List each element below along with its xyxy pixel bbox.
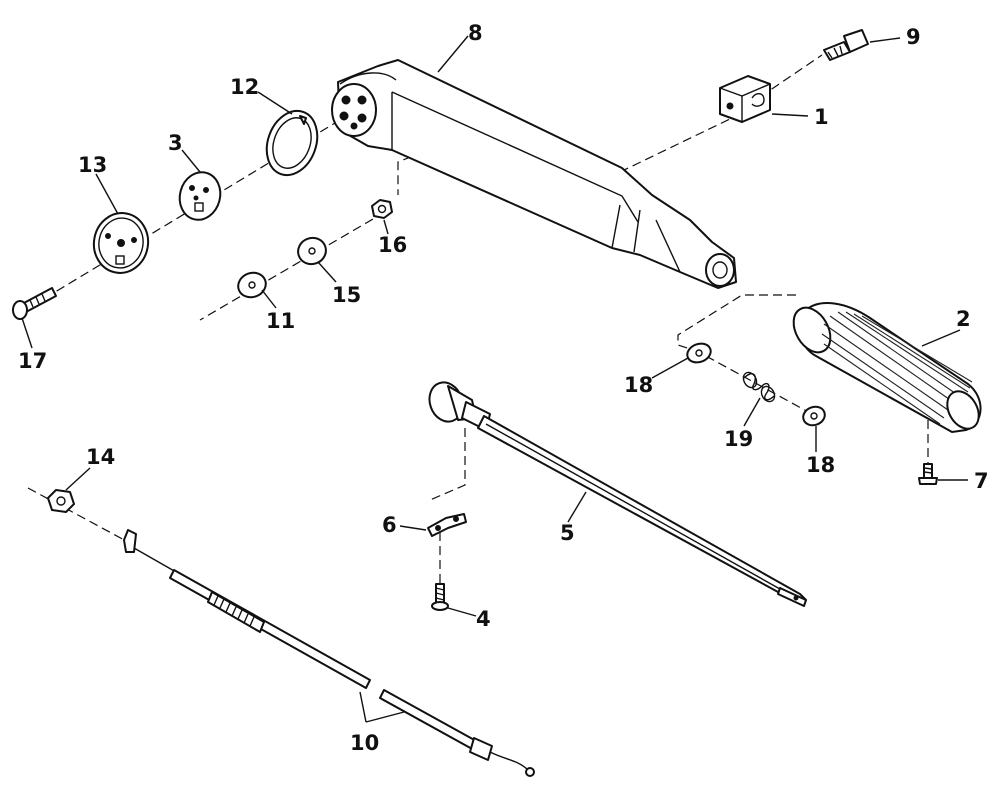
callout-16: 16	[378, 233, 407, 257]
callout-1: 1	[814, 105, 829, 129]
callout-19: 19	[724, 427, 753, 451]
block	[719, 75, 771, 123]
callout-8: 8	[468, 21, 483, 45]
grip	[792, 302, 982, 433]
cable	[123, 529, 535, 777]
callout-labels: 1 2 3 4 5 6 7 8 9 10 11 12 13 14 15 16 1…	[18, 21, 989, 755]
washer-18-lower	[802, 405, 826, 427]
callout-13: 13	[78, 153, 107, 177]
washer-18-upper	[686, 342, 712, 364]
clip	[427, 513, 467, 537]
screw-7	[918, 463, 938, 485]
callout-5: 5	[560, 521, 575, 545]
leader-lines	[21, 35, 968, 723]
callout-15: 15	[332, 283, 361, 307]
callout-18-upper: 18	[624, 373, 653, 397]
callout-11: 11	[266, 309, 295, 333]
callout-10: 10	[350, 731, 379, 755]
callout-4: 4	[476, 607, 491, 631]
tiller-arm	[331, 59, 737, 289]
plate	[178, 171, 222, 221]
nut-14	[47, 489, 75, 513]
ring	[265, 109, 319, 177]
callout-9: 9	[906, 25, 921, 49]
callout-12: 12	[230, 75, 259, 99]
callout-6: 6	[382, 513, 397, 537]
callout-7: 7	[974, 469, 989, 493]
spring	[742, 371, 776, 403]
callout-17: 17	[18, 349, 47, 373]
washer-15	[297, 236, 327, 266]
washer-11	[237, 271, 267, 299]
callout-14: 14	[86, 445, 115, 469]
disc	[92, 212, 150, 274]
callout-3: 3	[168, 131, 183, 155]
nut	[371, 199, 393, 219]
bolt	[12, 287, 57, 320]
callout-2: 2	[956, 307, 971, 331]
shaft	[428, 381, 807, 607]
screw-4	[431, 583, 449, 611]
callout-18-lower: 18	[806, 453, 835, 477]
screw	[823, 29, 869, 61]
